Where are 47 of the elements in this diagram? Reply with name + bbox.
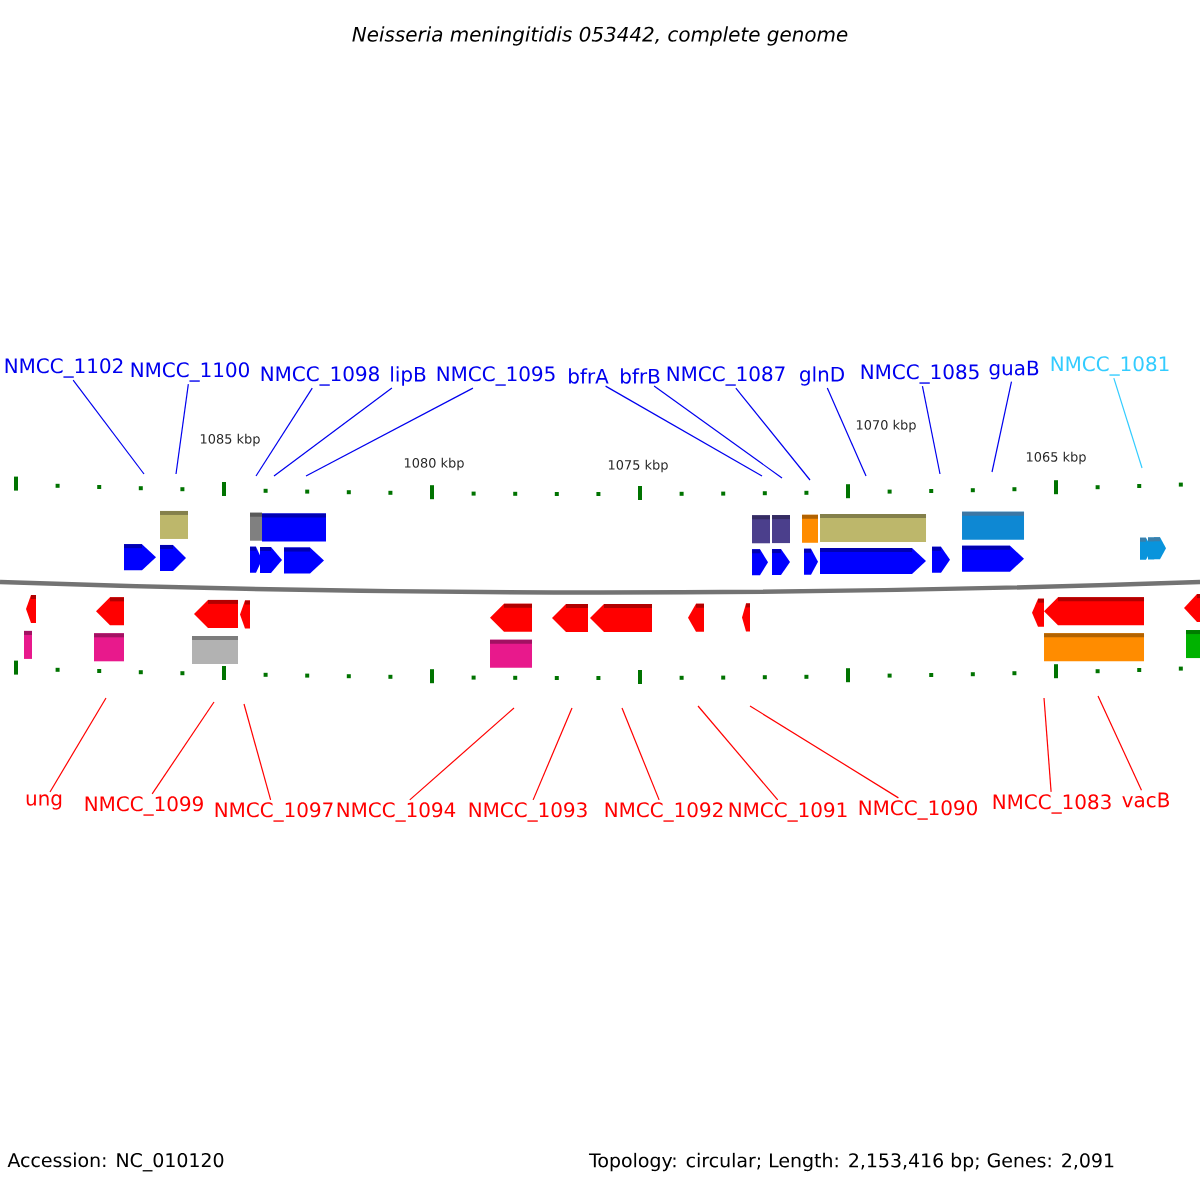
gene-label: NMCC_1095 — [437, 366, 555, 386]
leader-line — [409, 707, 515, 801]
leader-line — [305, 387, 474, 477]
gene-label: lipB — [391, 366, 426, 386]
leader-line — [605, 385, 763, 477]
leader-line — [532, 707, 573, 801]
leader-line — [1043, 697, 1052, 793]
leader-line — [255, 387, 313, 477]
footer-text: Topology: circular; Length: 2,153,416 bp; Genes: 2,091 — [588, 1152, 1114, 1172]
gene-label: ung — [26, 794, 62, 810]
title: Neisseria meningitidis 053442, complete genome — [352, 26, 848, 46]
gene-label: NMCC_1094 — [337, 802, 456, 822]
leader-line — [621, 707, 660, 801]
leader-line — [749, 705, 899, 799]
leader-line — [49, 697, 107, 793]
gene-label: NMCC_1085 — [861, 364, 979, 384]
gene-label: NMCC_1087 — [667, 366, 785, 386]
gene-label: NMCC_1097 — [215, 802, 333, 822]
gene-label: NMCC_1091 — [729, 802, 847, 822]
leader-line — [72, 379, 145, 475]
gene-label: NMCC_1093 — [469, 802, 587, 822]
leader-line — [273, 387, 393, 477]
gene-label: glnD — [800, 366, 844, 386]
gene-label: NMCC_1081 — [1051, 356, 1169, 376]
gene-label: NMCC_1092 — [605, 802, 723, 822]
leader-line — [653, 385, 783, 479]
gene-label: NMCC_1099 — [85, 796, 203, 816]
gene-label: NMCC_1083 — [993, 794, 1111, 814]
gene-label: guaB — [989, 360, 1039, 380]
gene-label: bfrA — [569, 368, 609, 384]
gene-label: NMCC_1102 — [5, 358, 123, 378]
gene-label: vacB — [1122, 792, 1169, 808]
gene-label: NMCC_1098 — [261, 366, 379, 386]
leader-line — [921, 385, 941, 475]
leader-line — [697, 705, 779, 801]
leader-line — [991, 381, 1013, 473]
footer-text: Accession: NC_010120 — [7, 1152, 224, 1172]
leader-line — [735, 387, 811, 481]
gene-label: bfrB — [621, 368, 660, 384]
leader-line — [243, 703, 272, 801]
leader-line — [1097, 695, 1143, 791]
leader-line — [151, 701, 215, 795]
leader-line — [826, 387, 867, 477]
leader-line — [1113, 377, 1143, 469]
gene-label: NMCC_1090 — [859, 800, 977, 820]
gene-label: NMCC_1100 — [131, 362, 249, 382]
leader-line — [175, 383, 189, 475]
